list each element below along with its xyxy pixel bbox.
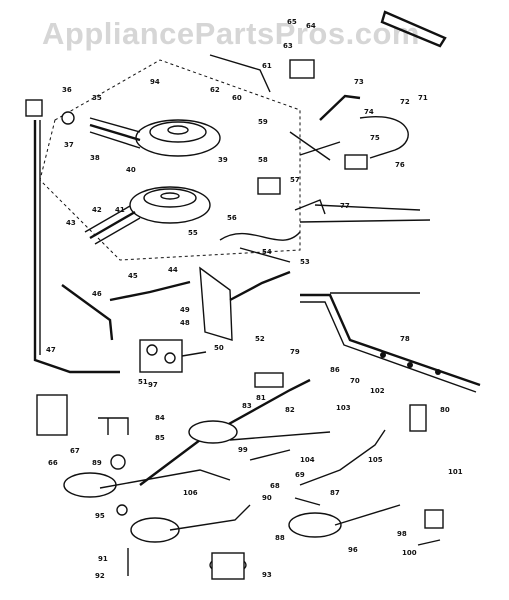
callout-106: 106 — [183, 489, 198, 497]
callout-72: 72 — [400, 98, 410, 106]
callout-97: 97 — [148, 381, 158, 389]
callout-63: 63 — [283, 42, 293, 50]
ignitor-block-part — [36, 394, 68, 436]
callout-45: 45 — [128, 272, 138, 280]
callout-80: 80 — [440, 406, 450, 414]
callout-40: 40 — [126, 166, 136, 174]
callout-52: 52 — [255, 335, 265, 343]
callout-89: 89 — [92, 459, 102, 467]
callout-49: 49 — [180, 306, 190, 314]
callout-78: 78 — [400, 335, 410, 343]
callout-93: 93 — [262, 571, 272, 579]
callout-76: 76 — [395, 161, 405, 169]
callout-79: 79 — [290, 348, 300, 356]
callout-100: 100 — [402, 549, 417, 557]
callout-98: 98 — [397, 530, 407, 538]
callout-75: 75 — [370, 134, 380, 142]
callout-96: 96 — [348, 546, 358, 554]
callout-103: 103 — [336, 404, 351, 412]
callout-64: 64 — [306, 22, 316, 30]
callout-47: 47 — [46, 346, 56, 354]
callout-57: 57 — [290, 176, 300, 184]
upper-burner-part — [89, 117, 221, 157]
callout-53: 53 — [300, 258, 310, 266]
callout-86: 86 — [330, 366, 340, 374]
manifold-pipe-part — [300, 293, 481, 393]
callout-71: 71 — [418, 94, 428, 102]
callout-91: 91 — [98, 555, 108, 563]
callout-62: 62 — [210, 86, 220, 94]
top-right-fittings-part — [209, 54, 421, 215]
callout-101: 101 — [448, 468, 463, 476]
callout-58: 58 — [258, 156, 268, 164]
callout-60: 60 — [232, 94, 242, 102]
callout-70: 70 — [350, 377, 360, 385]
nut-part — [61, 111, 75, 125]
callout-92: 92 — [95, 572, 105, 580]
callout-83: 83 — [242, 402, 252, 410]
elbow-fitting-part — [25, 99, 43, 117]
callout-67: 67 — [70, 447, 80, 455]
callout-95: 95 — [95, 512, 105, 520]
callout-73: 73 — [354, 78, 364, 86]
callout-69: 69 — [295, 471, 305, 479]
callout-37: 37 — [64, 141, 74, 149]
callout-51: 51 — [138, 378, 148, 386]
bracket-plate-part — [199, 266, 233, 341]
callout-36: 36 — [62, 86, 72, 94]
callout-105: 105 — [368, 456, 383, 464]
callout-38: 38 — [90, 154, 100, 162]
callout-81: 81 — [256, 394, 266, 402]
callout-99: 99 — [238, 446, 248, 454]
callout-94: 94 — [150, 78, 160, 86]
lower-burner-part — [84, 186, 211, 245]
callout-102: 102 — [370, 387, 385, 395]
callout-35: 35 — [92, 94, 102, 102]
bracket-part — [380, 10, 447, 48]
callout-74: 74 — [364, 108, 374, 116]
valve-assembly-part — [139, 339, 207, 373]
lower-burner-bases-part — [63, 420, 401, 580]
callout-104: 104 — [300, 456, 315, 464]
callout-87: 87 — [330, 489, 340, 497]
watermark: AppliancePartsPros.com — [42, 16, 420, 51]
callout-85: 85 — [155, 434, 165, 442]
callout-43: 43 — [66, 219, 76, 227]
callout-82: 82 — [285, 406, 295, 414]
callout-59: 59 — [258, 118, 268, 126]
callout-41: 41 — [115, 206, 125, 214]
callout-48: 48 — [180, 319, 190, 327]
callout-88: 88 — [275, 534, 285, 542]
callout-44: 44 — [168, 266, 178, 274]
callout-56: 56 — [227, 214, 237, 222]
callout-90: 90 — [262, 494, 272, 502]
callout-39: 39 — [218, 156, 228, 164]
callout-50: 50 — [214, 344, 224, 352]
callout-61: 61 — [262, 62, 272, 70]
callout-65: 65 — [287, 18, 297, 26]
callout-84: 84 — [155, 414, 165, 422]
callout-42: 42 — [92, 206, 102, 214]
callout-77: 77 — [340, 202, 350, 210]
callout-54: 54 — [262, 248, 272, 256]
callout-46: 46 — [92, 290, 102, 298]
callout-68: 68 — [270, 482, 280, 490]
callout-55: 55 — [188, 229, 198, 237]
callout-66: 66 — [48, 459, 58, 467]
